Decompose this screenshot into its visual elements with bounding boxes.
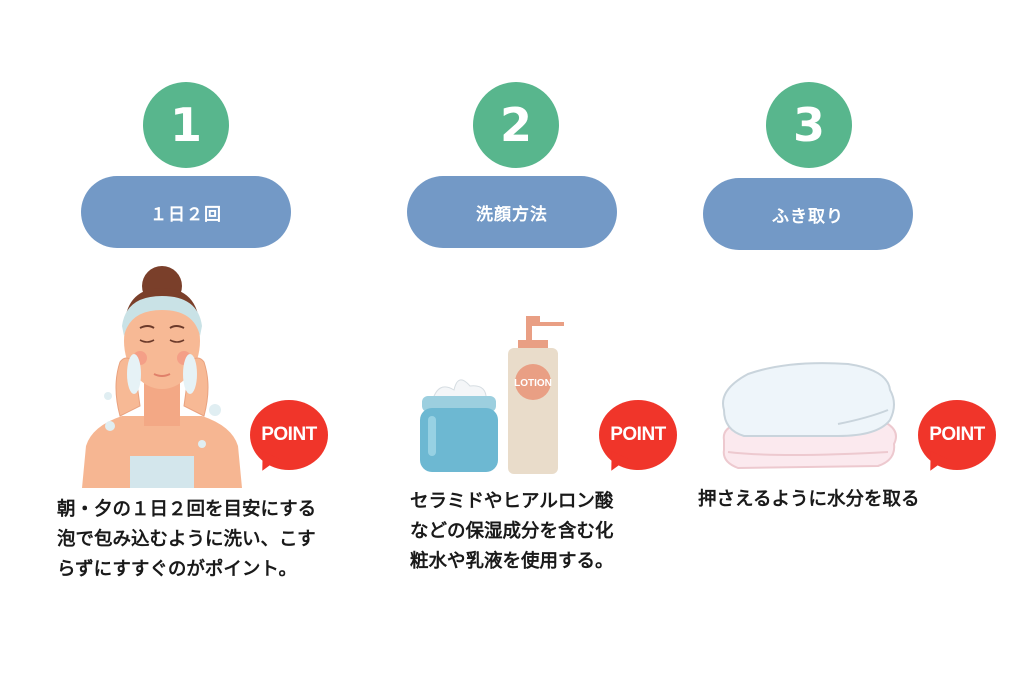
step-title-pill: 洗顔方法 — [407, 176, 617, 248]
speech-bubble-icon — [250, 400, 328, 470]
step-number-badge: 1 — [143, 82, 229, 168]
step-title-pill: １日２回 — [81, 176, 291, 248]
speech-bubble-icon — [599, 400, 677, 470]
woman-washing-face-illustration — [82, 266, 242, 488]
lotion-bottle-illustration: LOTION — [508, 316, 564, 474]
point-badge: POINT — [599, 400, 677, 475]
point-label: POINT — [929, 424, 985, 445]
speech-bubble-icon — [918, 400, 996, 470]
step-number-badge: 3 — [766, 82, 852, 168]
point-label: POINT — [261, 424, 317, 445]
step-description: 朝・夕の１日２回を目安にする 泡で包み込むように洗い、こす らずにすすぐのがポイ… — [57, 499, 317, 580]
bottle-label: LOTION — [514, 378, 552, 389]
step-number-badge: 2 — [473, 82, 559, 168]
step-title-pill: ふき取り — [703, 178, 913, 250]
step-description: セラミドやヒアルロン酸 などの保湿成分を含む化 粧水や乳液を使用する。 — [410, 491, 614, 572]
cream-jar-illustration — [420, 379, 498, 472]
stacked-towels-illustration — [722, 362, 897, 470]
point-badge: POINT — [250, 400, 328, 475]
step-description: 押さえるように水分を取る — [698, 489, 920, 510]
point-label: POINT — [610, 424, 666, 445]
point-badge: POINT — [918, 400, 996, 475]
